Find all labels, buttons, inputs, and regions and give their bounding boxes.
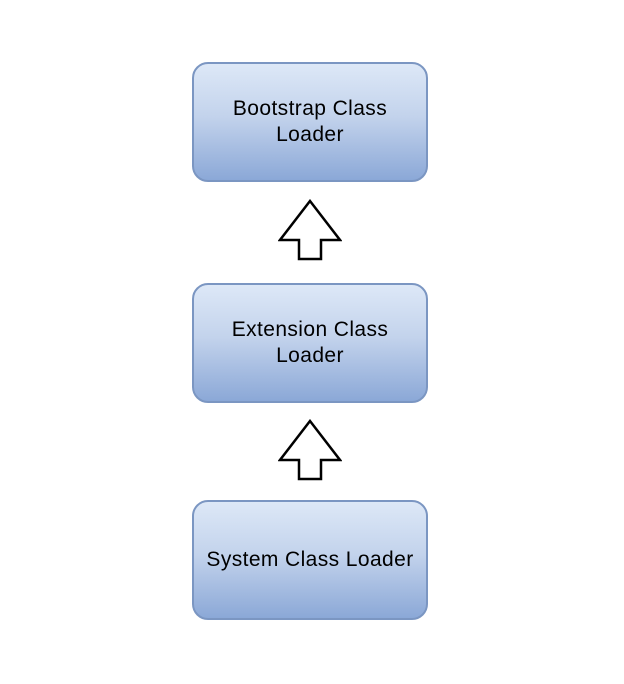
node-label-line: System Class Loader: [206, 548, 414, 571]
node-extension-class-loader: Extension Class Loader: [192, 283, 428, 403]
node-label-line: Extension Class: [231, 318, 389, 341]
up-block-arrow-icon: [278, 199, 342, 261]
node-label-line: Loader: [276, 123, 344, 146]
node-system-class-loader: System Class Loader: [192, 500, 428, 620]
node-label-line: Bootstrap Class: [232, 97, 388, 120]
node-bootstrap-class-loader: Bootstrap Class Loader: [192, 62, 428, 182]
up-block-arrow-icon: [278, 419, 342, 481]
node-label-line: Loader: [276, 344, 344, 367]
